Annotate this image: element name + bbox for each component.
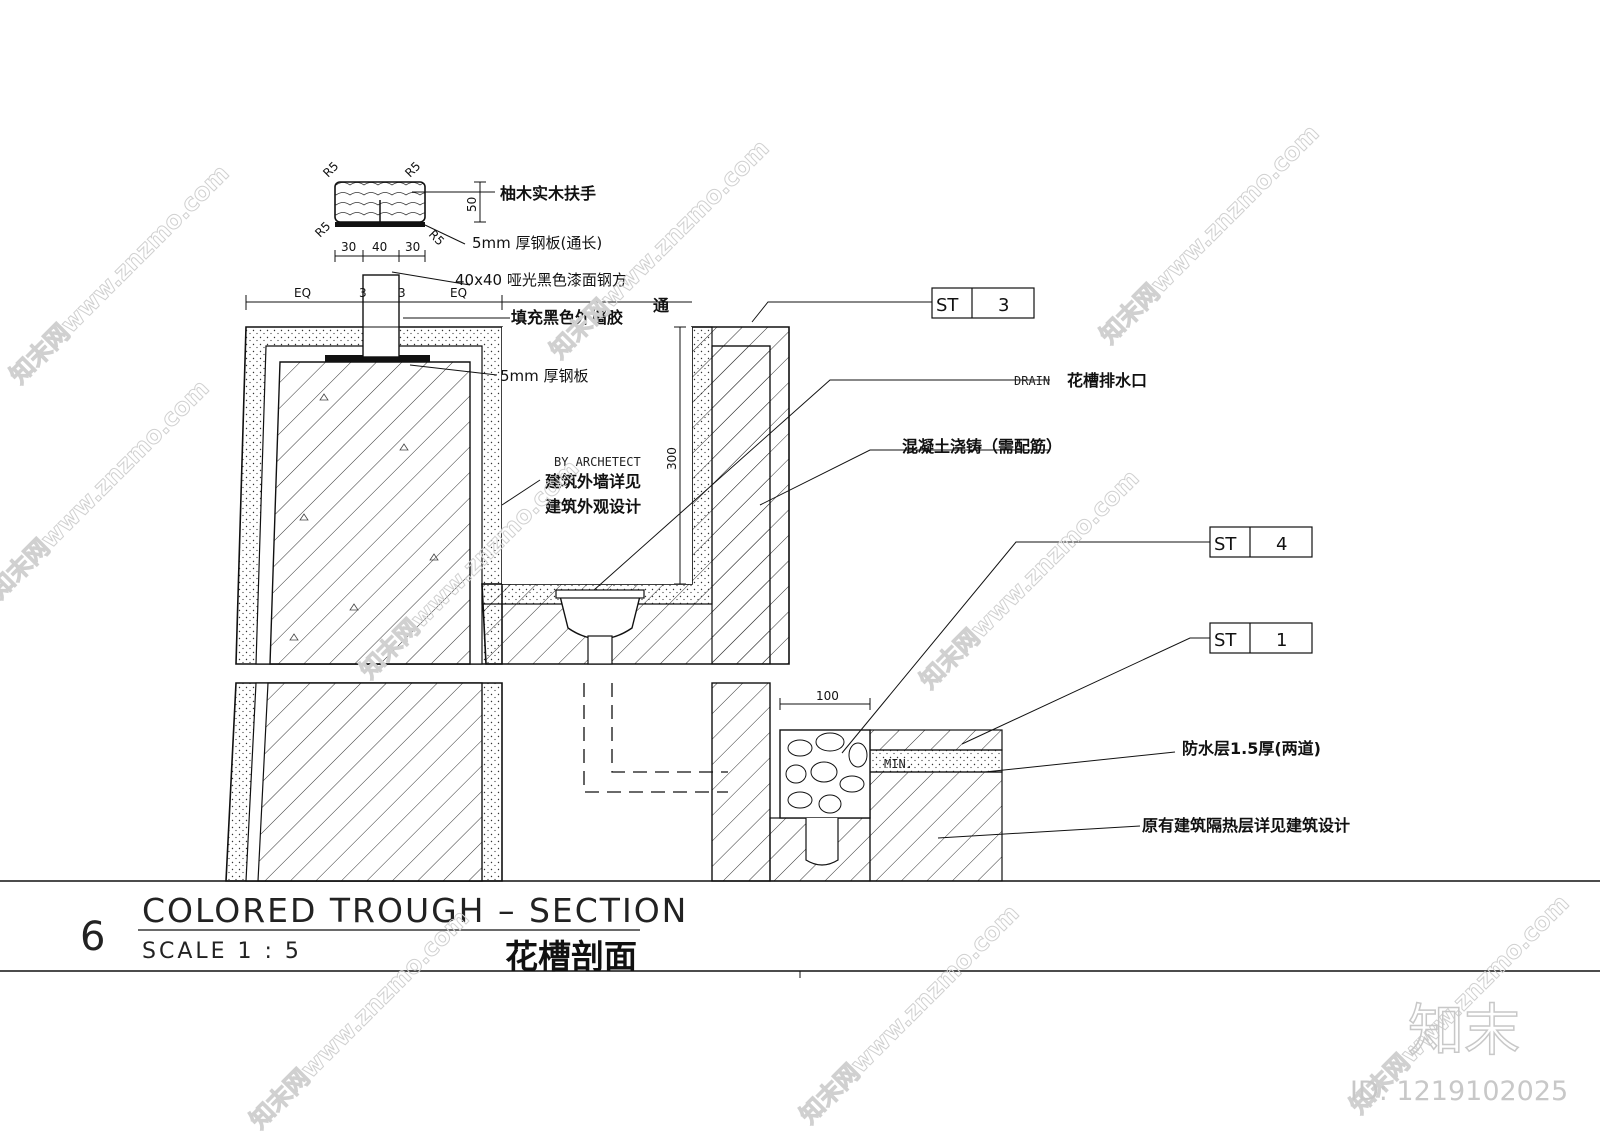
tag-st-4-num: 4 [1276, 534, 1287, 555]
label-by-architect: BY ARCHETECT [554, 455, 641, 469]
dim-r5-a: R5 [320, 159, 341, 180]
label-steel-plate: 5mm 厚钢板 [500, 367, 589, 385]
watermark-logo: 知末 [1408, 999, 1520, 1064]
dim-40: 40 [372, 240, 387, 254]
label-black-glue: 填充黑色外墙胶 [511, 308, 623, 327]
tag-st-1-num: 1 [1276, 630, 1287, 651]
dim-3-b: 3 [398, 286, 406, 300]
label-wall-detail-1: 建筑外墙详见 [545, 472, 641, 491]
watermark-id: ID: 1219102025 [1350, 1076, 1568, 1107]
label-min: MIN. [884, 757, 913, 771]
trough-upper [481, 326, 790, 665]
dim-100: 100 [816, 689, 839, 703]
title-scale: SCALE 1 : 5 [142, 939, 302, 964]
steel-plate-full [335, 222, 425, 227]
tag-st-1: ST 1 [1209, 622, 1313, 654]
title-block: 6 COLORED TROUGH – SECTION SCALE 1 : 5 花… [0, 880, 1600, 978]
dim-r5-c: R5 [312, 219, 333, 240]
label-steel-tube-1: 40x40 哑光黑色漆面钢方 [455, 271, 627, 289]
label-drain-en: DRAIN [1014, 374, 1050, 388]
dim-eq-left: EQ [294, 286, 311, 300]
title-number: 6 [80, 914, 105, 960]
right-block-lower [711, 682, 1003, 882]
dim-r5-b: R5 [402, 159, 423, 180]
label-handrail: 柚木实木扶手 [500, 184, 596, 203]
watermark-text-3: 知末网www.znzmo.com [1094, 119, 1324, 349]
label-drain-cn: 花槽排水口 [1067, 371, 1147, 390]
steel-plate-base [325, 355, 430, 362]
dim-eq-right: EQ [450, 286, 467, 300]
dim-50: 50 [465, 197, 479, 212]
title-cn: 花槽剖面 [505, 937, 637, 976]
leader-lines [391, 191, 1210, 839]
left-wall-upper [235, 326, 503, 665]
label-concrete: 混凝土浇铸（需配筋） [902, 437, 1062, 456]
steel-tube-post [362, 274, 400, 358]
tag-st-3: ST 3 [931, 287, 1035, 319]
teak-handrail [334, 181, 426, 223]
label-steel-plate-full: 5mm 厚钢板(通长) [472, 234, 602, 252]
dim-300: 300 [665, 447, 679, 470]
tag-st-4: ST 4 [1209, 526, 1313, 558]
label-steel-tube-2: 通 [653, 296, 669, 315]
dimension-lines [245, 181, 871, 710]
dim-30-b: 30 [405, 240, 420, 254]
watermark-text-4: 知末网www.znzmo.com [0, 374, 215, 604]
left-wall-lower [225, 682, 503, 882]
tag-st-4-code: ST [1214, 534, 1237, 555]
dim-30-a: 30 [341, 240, 356, 254]
watermark-text-1: 知末网www.znzmo.com [4, 159, 234, 389]
watermark-text-6: 知末网www.znzmo.com [914, 464, 1144, 694]
watermark-text-8: 知末网www.znzmo.com [794, 899, 1024, 1129]
tag-st-3-num: 3 [998, 295, 1009, 316]
title-main: COLORED TROUGH – SECTION [142, 891, 688, 930]
tag-st-1-code: ST [1214, 630, 1237, 651]
dim-3-a: 3 [359, 286, 367, 300]
drain-pipe-dashed [583, 683, 728, 793]
tag-st-3-code: ST [936, 295, 959, 316]
label-wall-detail-2: 建筑外观设计 [545, 497, 641, 516]
label-insulation: 原有建筑隔热层详见建筑设计 [1142, 816, 1350, 835]
label-waterproof: 防水层1.5厚(两道) [1182, 739, 1321, 758]
